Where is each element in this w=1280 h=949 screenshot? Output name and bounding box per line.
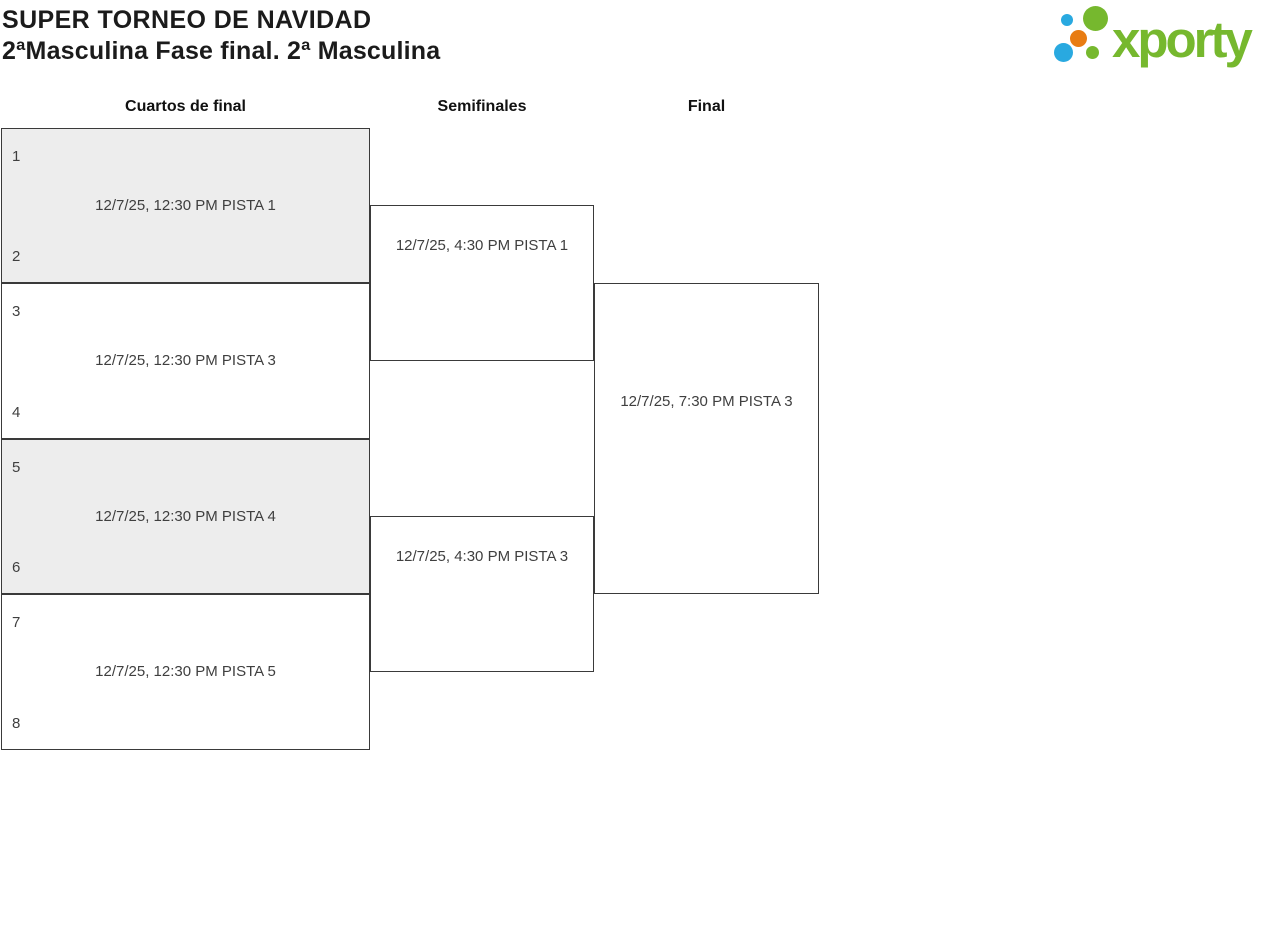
match-quarterfinal-3[interactable]: 5 12/7/25, 12:30 PM PISTA 4 6 xyxy=(1,439,370,594)
xporty-logo[interactable]: xporty xyxy=(1050,0,1278,78)
match-schedule: 12/7/25, 12:30 PM PISTA 4 xyxy=(95,507,276,525)
round-header-final: Final xyxy=(687,98,726,115)
match-quarterfinal-2[interactable]: 3 12/7/25, 12:30 PM PISTA 3 4 xyxy=(1,283,370,439)
match-quarterfinal-1[interactable]: 1 12/7/25, 12:30 PM PISTA 1 2 xyxy=(1,128,370,283)
seed-number: 8 xyxy=(12,715,21,732)
match-schedule: 12/7/25, 12:30 PM PISTA 3 xyxy=(95,352,276,369)
seed-number: 5 xyxy=(12,459,21,476)
match-semifinal-2[interactable]: 12/7/25, 4:30 PM PISTA 3 xyxy=(370,516,594,672)
match-schedule: 12/7/25, 4:30 PM PISTA 1 xyxy=(395,237,569,254)
seed-number: 7 xyxy=(12,614,21,631)
page-title: SUPER TORNEO DE NAVIDAD xyxy=(2,6,372,34)
seed-number: 6 xyxy=(12,559,21,576)
seed-number: 2 xyxy=(12,248,21,265)
match-schedule: 12/7/25, 7:30 PM PISTA 3 xyxy=(620,393,793,410)
logo-wordmark: xporty xyxy=(1112,10,1253,68)
round-header-cuartos: Cuartos de final xyxy=(125,98,246,115)
logo-dot-blue-large-icon xyxy=(1054,43,1073,62)
match-schedule: 12/7/25, 12:30 PM PISTA 5 xyxy=(95,663,276,680)
header: SUPER TORNEO DE NAVIDAD 2ªMasculina Fase… xyxy=(2,5,440,67)
seed-number: 1 xyxy=(12,148,21,165)
match-quarterfinal-4[interactable]: 7 12/7/25, 12:30 PM PISTA 5 8 xyxy=(1,594,370,750)
round-header-semifinales: Semifinales xyxy=(437,98,527,115)
match-semifinal-1[interactable]: 12/7/25, 4:30 PM PISTA 1 xyxy=(370,205,594,361)
logo-dot-green-small-icon xyxy=(1086,46,1099,59)
logo-dot-green-large-icon xyxy=(1083,6,1108,31)
match-schedule: 12/7/25, 12:30 PM PISTA 1 xyxy=(95,196,276,214)
logo-dot-blue-small-icon xyxy=(1061,14,1073,26)
match-schedule: 12/7/25, 4:30 PM PISTA 3 xyxy=(395,548,569,565)
logo-dot-orange-icon xyxy=(1070,30,1087,47)
seed-number: 4 xyxy=(12,404,21,421)
match-final[interactable]: 12/7/25, 7:30 PM PISTA 3 xyxy=(594,283,819,594)
page-subtitle: 2ªMasculina Fase final. 2ª Masculina xyxy=(2,37,441,65)
seed-number: 3 xyxy=(12,303,21,320)
